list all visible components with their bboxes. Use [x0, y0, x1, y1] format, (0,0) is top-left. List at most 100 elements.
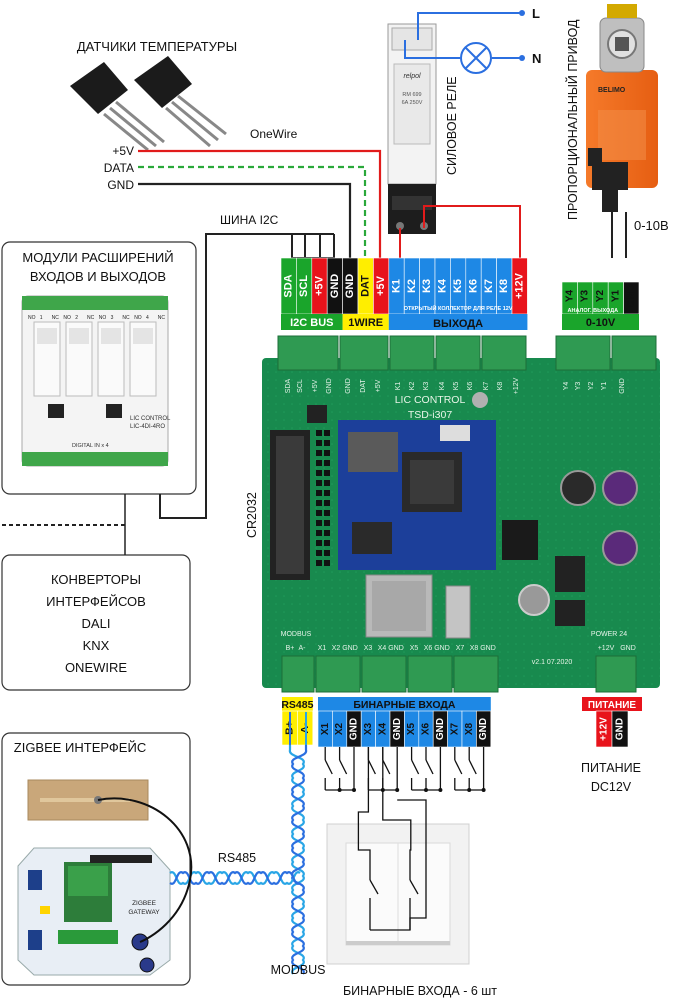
- rs485-wire-b: [291, 745, 308, 975]
- binary-pin-label: GND: [349, 718, 360, 740]
- wire-neutral: [404, 40, 460, 59]
- board-silk-bottom: X7: [456, 645, 465, 652]
- board-connector-top: [389, 335, 435, 371]
- board-silk-top: GND: [326, 378, 333, 394]
- gnd-label: GND: [107, 178, 134, 192]
- board-silk-bottom: GND: [342, 645, 358, 652]
- converters-line: КОНВЕРТОРЫ: [51, 572, 141, 587]
- terminal-pin-label: GND: [329, 274, 341, 299]
- board-brand: LIC CONTROL: [395, 394, 466, 406]
- module-header-label: 3: [111, 315, 114, 321]
- module-header-label: 4: [146, 315, 149, 321]
- binary-pin-label: X5: [406, 722, 417, 735]
- zero-ten-v-label: 0-10В: [634, 218, 669, 233]
- board-silk-top: Y1: [601, 382, 608, 391]
- analog-pin-label: GND: [626, 285, 637, 307]
- i2c-bus-bar: [281, 314, 343, 330]
- wire-onewire-gnd: [138, 182, 352, 258]
- analog-pin-label: Y4: [564, 289, 575, 302]
- module-header-label: NC: [52, 315, 60, 321]
- rs485-cable-vertical: [288, 712, 308, 975]
- outputs-bar: [388, 314, 528, 330]
- modules-box: МОДУЛИ РАСШИРЕНИЙ ВХОДОВ И ВЫХОДОВ LIC C…: [1, 241, 197, 495]
- board-connector-top: [277, 335, 339, 371]
- board-silk-top: K5: [453, 382, 460, 391]
- power-label-line1: ПИТАНИЕ: [581, 761, 641, 775]
- rs485-bar-label: RS485: [281, 699, 313, 711]
- temperature-sensor-2: [134, 56, 227, 148]
- board-silk-top: SDA: [285, 378, 292, 393]
- power-pin-label: +12V: [599, 717, 610, 741]
- rs485-bar: [282, 697, 313, 711]
- board-silk-bottom: GND: [480, 645, 496, 652]
- zigbee-board-line1: ZIGBEE: [132, 900, 157, 907]
- modules-title-line2: ВХОДОВ И ВЫХОДОВ: [30, 269, 166, 284]
- board-silk-bottom: GND: [388, 645, 404, 652]
- board-silk-top: K6: [467, 382, 474, 391]
- board-silk-bottom: MODBUS: [281, 631, 312, 638]
- terminal-pin-label: K8: [498, 279, 510, 293]
- expansion-module-image: LIC CONTROL LIC-4DI-4RO DIGITAL IN x 4 N…: [21, 295, 171, 467]
- board-connector-bottom: [407, 655, 453, 693]
- binary-pin-label: X2: [334, 722, 345, 735]
- power-relay-image: relpol RM 699 6A 250V: [387, 23, 437, 234]
- terminal-pin-label: K3: [421, 279, 433, 293]
- board-silk-top: K4: [439, 382, 446, 391]
- board-silk-bottom: B+: [286, 645, 295, 652]
- temp-sensors-title: ДАТЧИКИ ТЕМПЕРАТУРЫ: [77, 39, 237, 54]
- board-model: TSD-i307: [408, 409, 453, 421]
- analog-pin-label: Y3: [580, 289, 591, 302]
- board-silk-top: K8: [497, 382, 504, 391]
- terminal-pin-label: +12V: [514, 272, 526, 299]
- terminal-pin-label: +5V: [375, 275, 387, 296]
- module-header-label: NO: [28, 315, 36, 321]
- board-silk-bottom: A-: [299, 645, 307, 652]
- board-silk-bottom: X4: [378, 645, 387, 652]
- i2c-bus-bar-label: I2C BUS: [290, 317, 333, 329]
- board-connector-top: [555, 335, 611, 371]
- power-label-line2: DC12V: [591, 780, 632, 794]
- board-silk-top: GND: [619, 378, 626, 394]
- board-silk-top: +5V: [312, 379, 319, 392]
- analog-bar: [562, 314, 639, 330]
- power-bar-label: ПИТАНИЕ: [588, 700, 636, 711]
- relay-label: СИЛОВОЕ РЕЛЕ: [445, 76, 459, 175]
- analog-sub-label: АНАЛОГ. ВЫХОДА: [568, 308, 619, 314]
- board-silk-bottom: +12V: [598, 645, 615, 652]
- board-silk-top: K7: [483, 382, 490, 391]
- zigbee-antenna-cable: [97, 797, 193, 943]
- binary-pin-label: X8: [464, 722, 475, 735]
- board-connector-bottom: [595, 655, 637, 693]
- rs485-terminal-strip: RS485B+A-: [281, 697, 314, 746]
- binary-pin-label: GND: [392, 718, 403, 740]
- module-header-label: NO: [99, 315, 107, 321]
- onewire-label: OneWire: [250, 127, 298, 141]
- board-silk-bottom: X2: [332, 645, 341, 652]
- converters-line: KNX: [83, 638, 110, 653]
- zigbee-box: ZIGBEE ИНТЕРФЕЙС ZIGBEE GATEWAY: [1, 732, 191, 986]
- board-silk-bottom: X1: [318, 645, 327, 652]
- board-silk-top: +12V: [513, 377, 520, 394]
- binary-bar: [318, 697, 491, 711]
- lamp-icon: [460, 42, 492, 74]
- board-silk-top: Y4: [563, 382, 570, 391]
- converters-line: DALI: [82, 616, 111, 631]
- terminal-pin-label: GND: [344, 274, 356, 299]
- zigbee-title: ZIGBEE ИНТЕРФЕЙС: [14, 740, 146, 755]
- board-silk-top: Y2: [588, 382, 595, 391]
- board-silk-bottom: X5: [410, 645, 419, 652]
- onewire-bar: [342, 314, 389, 330]
- module-model: LIC-4DI-4RO: [130, 424, 165, 430]
- power-pin: [611, 710, 629, 748]
- temperature-sensor-1: [70, 62, 165, 152]
- wire-relay-12v: [423, 205, 521, 258]
- wire-onewire-5v: [138, 149, 382, 258]
- relay-brand: relpol: [403, 73, 421, 80]
- module-header-label: 2: [75, 315, 78, 321]
- board-version: v2.1 07.2020: [532, 659, 573, 666]
- module-digital-label: DIGITAL IN x 4: [72, 443, 109, 449]
